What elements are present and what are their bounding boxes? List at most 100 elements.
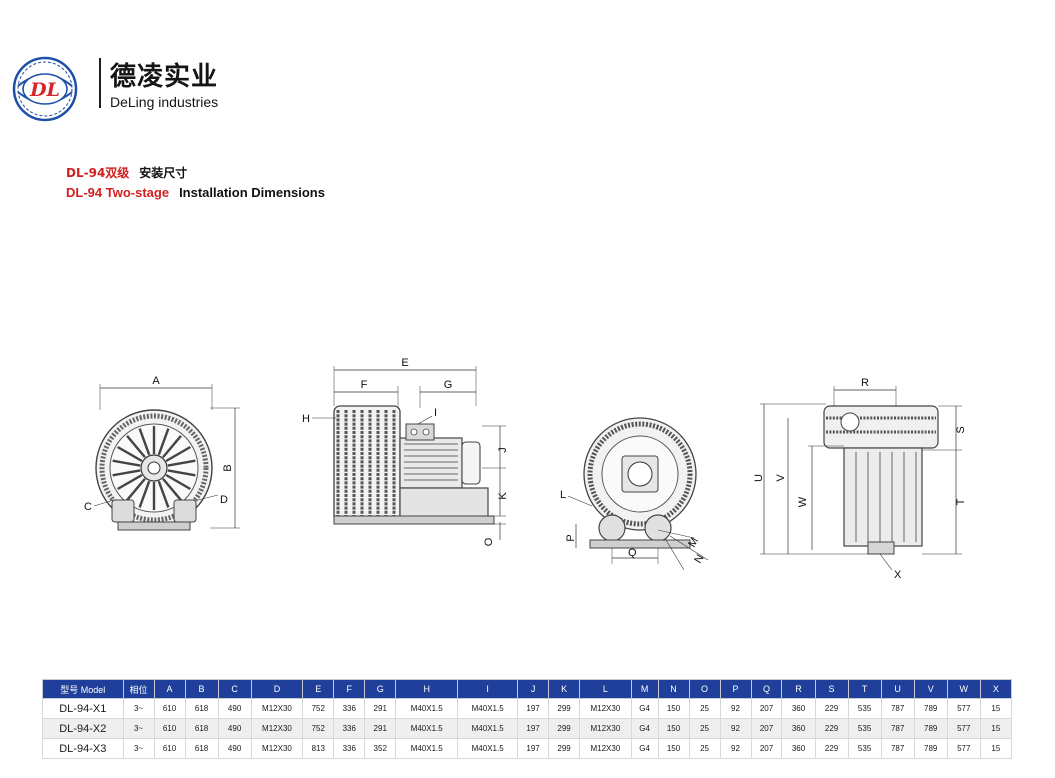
- col-m: M: [630, 679, 659, 699]
- col-p: P: [719, 679, 752, 699]
- col-o: O: [688, 679, 721, 699]
- table-cell: 291: [364, 718, 397, 739]
- table-cell: 490: [217, 698, 252, 719]
- dim-label-s: S: [955, 426, 967, 433]
- col-k: K: [548, 679, 581, 699]
- col-w: W: [946, 679, 981, 699]
- col-e: E: [302, 679, 335, 699]
- dim-label-u: U: [753, 474, 765, 482]
- table-cell: 3~: [122, 738, 155, 759]
- col-g: G: [364, 679, 397, 699]
- dim-label-o: O: [483, 537, 495, 546]
- table-cell: 618: [184, 698, 219, 719]
- table-cell: 787: [880, 738, 915, 759]
- table-cell: 15: [979, 718, 1013, 739]
- dim-label-j: J: [497, 447, 509, 453]
- table-cell: 336: [333, 718, 366, 739]
- table-cell: 490: [217, 718, 252, 739]
- table-cell: M40X1.5: [395, 698, 459, 719]
- col-f: F: [333, 679, 366, 699]
- table-cell: 3~: [122, 718, 155, 739]
- col-x: X: [979, 679, 1013, 699]
- title-en: DL-94 Two-stage Installation Dimensions: [66, 183, 325, 203]
- dim-label-g: G: [444, 379, 453, 391]
- dim-label-l: L: [560, 489, 566, 501]
- table-cell: 610: [153, 738, 186, 759]
- dim-label-d: D: [220, 494, 228, 506]
- spec-header-row: 型号 Model 相位 A B C D E F G H I J K L M N …: [42, 679, 1013, 699]
- table-cell: M12X30: [250, 718, 304, 739]
- dim-label-x: X: [894, 569, 902, 581]
- table-cell: 336: [333, 738, 366, 759]
- table-cell: 197: [517, 698, 550, 719]
- table-cell: M12X30: [250, 738, 304, 759]
- brand-divider: [99, 58, 101, 108]
- table-cell: 25: [688, 738, 721, 759]
- dim-label-c: C: [84, 501, 92, 513]
- table-cell: 299: [548, 738, 581, 759]
- table-cell: 25: [688, 718, 721, 739]
- col-a: A: [153, 679, 186, 699]
- table-cell: 360: [781, 738, 816, 759]
- table-cell: 207: [750, 698, 783, 719]
- table-cell: M12X30: [250, 698, 304, 719]
- table-cell: M12X30: [579, 698, 632, 719]
- col-d: D: [250, 679, 304, 699]
- title-label-en: Installation Dimensions: [179, 185, 325, 200]
- table-cell: 610: [153, 698, 186, 719]
- col-r: R: [781, 679, 816, 699]
- table-cell: M40X1.5: [395, 718, 459, 739]
- title-model-en: DL-94 Two-stage: [66, 185, 170, 200]
- table-cell: 150: [657, 738, 690, 759]
- table-cell: 150: [657, 698, 690, 719]
- table-cell: 577: [946, 738, 981, 759]
- table-cell: 3~: [122, 698, 155, 719]
- table-cell: 752: [302, 698, 335, 719]
- table-cell: 577: [946, 718, 981, 739]
- col-n: N: [657, 679, 690, 699]
- table-cell: 535: [847, 698, 882, 719]
- table-cell: 535: [847, 738, 882, 759]
- table-cell: 150: [657, 718, 690, 739]
- dim-label-p: P: [565, 534, 577, 541]
- table-cell: 229: [814, 718, 849, 739]
- dim-label-v: V: [775, 474, 787, 482]
- brand-name-cn: 德凌实业: [110, 62, 219, 92]
- table-cell: 618: [184, 738, 219, 759]
- dimension-drawings: A B: [70, 350, 1030, 590]
- table-cell: 336: [333, 698, 366, 719]
- dim-label-n: N: [692, 553, 706, 566]
- table-cell: 92: [719, 738, 752, 759]
- dim-label-q: Q: [628, 547, 637, 559]
- col-q: Q: [750, 679, 783, 699]
- title-label-cn: 安装尺寸: [139, 166, 188, 180]
- table-cell: M40X1.5: [457, 718, 519, 739]
- table-cell: 752: [302, 718, 335, 739]
- table-cell: 352: [364, 738, 397, 759]
- side-fins: [336, 410, 396, 518]
- dim-label-i: I: [434, 407, 437, 419]
- table-cell: 291: [364, 698, 397, 719]
- table-cell: 360: [781, 698, 816, 719]
- title-model-cn: DL-94双级: [66, 166, 130, 180]
- col-c: C: [217, 679, 252, 699]
- title-cn: DL-94双级安装尺寸: [66, 163, 325, 183]
- dim-label-b: B: [222, 464, 234, 471]
- dim-label-t: T: [955, 498, 967, 505]
- table-cell: 15: [979, 698, 1013, 719]
- col-b: B: [184, 679, 219, 699]
- col-v: V: [913, 679, 948, 699]
- dim-label-f: F: [361, 379, 368, 391]
- table-cell: 299: [548, 718, 581, 739]
- table-cell: 813: [302, 738, 335, 759]
- table-cell: 360: [781, 718, 816, 739]
- table-cell: 15: [979, 738, 1013, 759]
- spec-table: 型号 Model 相位 A B C D E F G H I J K L M N …: [42, 679, 1013, 759]
- table-cell: 787: [880, 718, 915, 739]
- col-s: S: [814, 679, 849, 699]
- top-view-drawing: R U V W S T X: [753, 377, 967, 581]
- table-cell: 618: [184, 718, 219, 739]
